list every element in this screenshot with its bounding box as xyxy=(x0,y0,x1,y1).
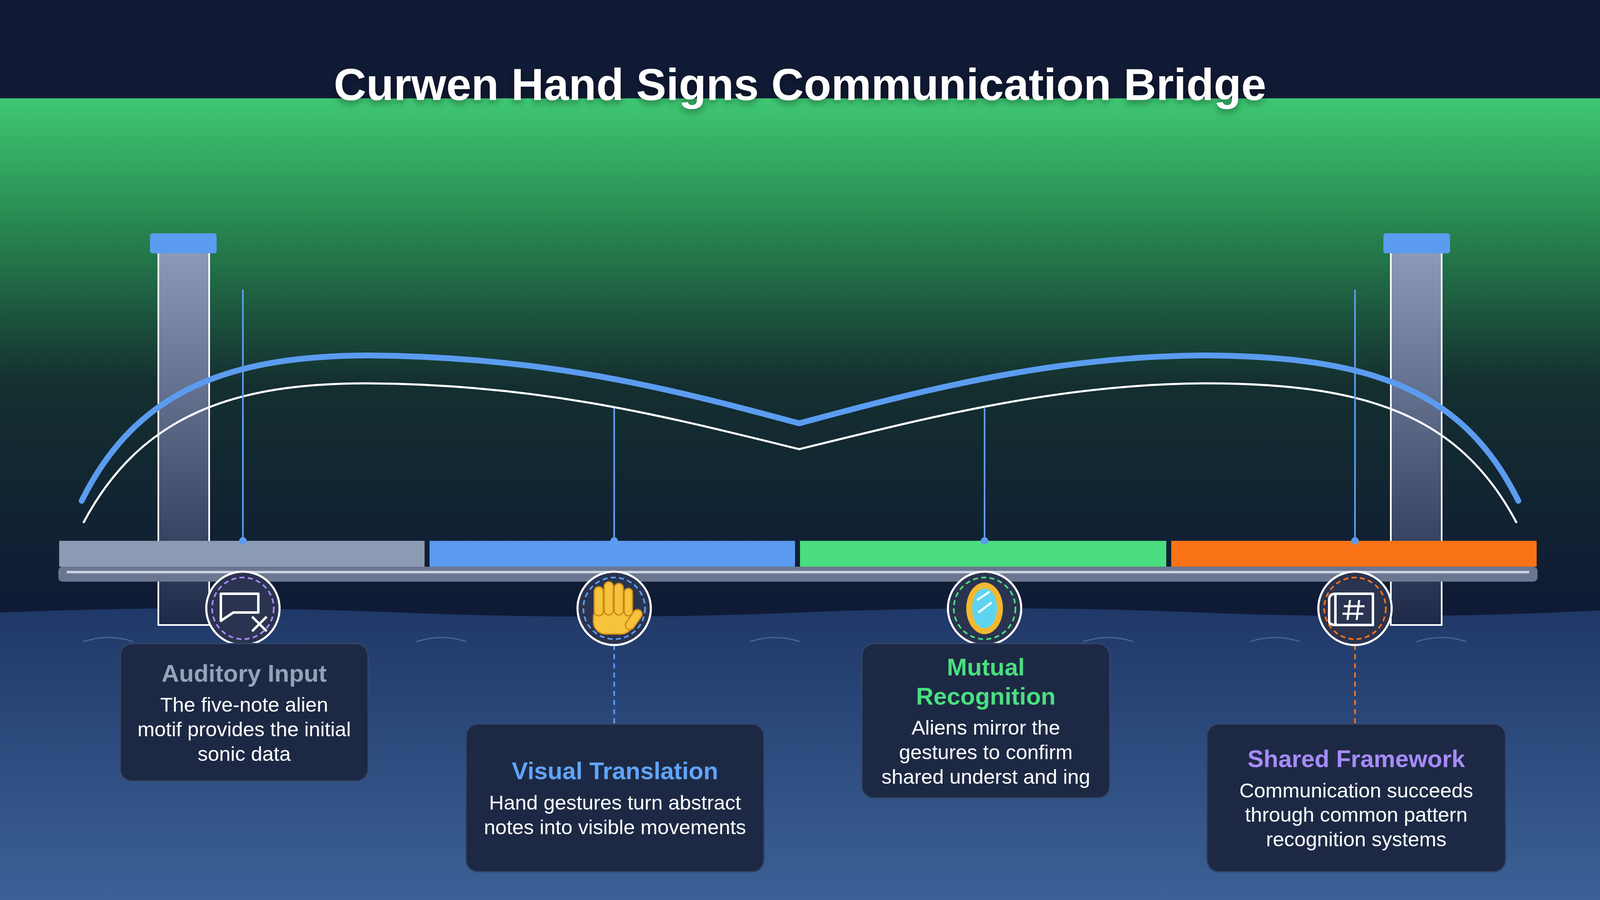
water xyxy=(0,608,1600,900)
stage-card: Shared FrameworkCommunication succeeds t… xyxy=(1206,723,1507,873)
icon-badge xyxy=(947,571,1022,645)
stage-card: Auditory InputThe five-note alien motif … xyxy=(119,642,369,782)
deck-segment xyxy=(800,540,1167,567)
card-heading: Visual Translation xyxy=(511,756,718,786)
deck-segment xyxy=(59,540,425,567)
stage-card: Mutual RecognitionAliens mirror the gest… xyxy=(861,642,1111,799)
secondary-cable xyxy=(83,383,1517,523)
water-ripples xyxy=(83,637,1467,642)
card-description: Aliens mirror the gestures to confirm sh… xyxy=(879,715,1093,789)
hanger-joints xyxy=(239,537,1359,545)
card-description: The five-note alien motif provides the i… xyxy=(137,692,351,766)
card-heading: Mutual Recognition xyxy=(879,652,1093,711)
card-heading: Shared Framework xyxy=(1247,744,1465,774)
icon-badge xyxy=(577,571,651,645)
card-heading: Auditory Input xyxy=(161,658,327,688)
hanger-lines xyxy=(242,289,1355,541)
main-cable xyxy=(81,355,1519,501)
leader-line xyxy=(1354,645,1356,724)
icon-badge xyxy=(206,571,280,645)
deck-rail xyxy=(58,566,1538,582)
deck-segment xyxy=(1171,540,1537,567)
icon-badge xyxy=(1318,571,1392,645)
card-description: Hand gestures turn abstract notes into v… xyxy=(483,790,747,840)
sky-band xyxy=(0,98,1600,615)
tower-cap xyxy=(150,233,217,254)
card-description: Communication succeeds through common pa… xyxy=(1224,778,1489,852)
stage-card: Visual TranslationHand gestures turn abs… xyxy=(465,723,765,873)
diagram-title: Curwen Hand Signs Communication Bridge xyxy=(0,58,1600,111)
deck-rail-line xyxy=(66,570,1530,574)
leader-line xyxy=(613,645,615,724)
tower-cap xyxy=(1383,233,1450,254)
deck-segment xyxy=(429,540,795,567)
